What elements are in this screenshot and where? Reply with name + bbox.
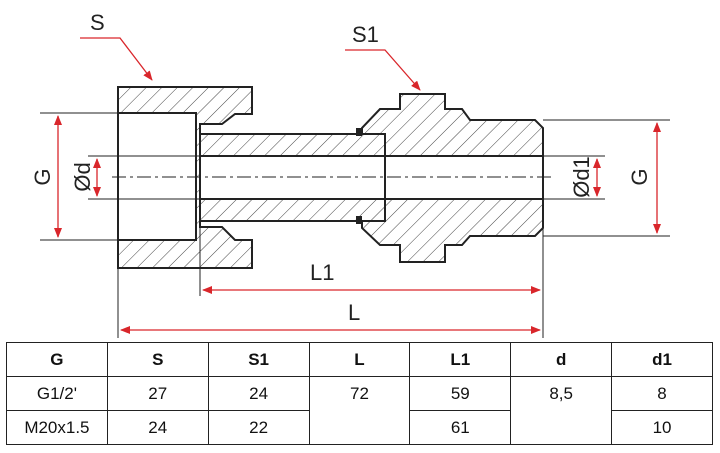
header-d: d [510,342,613,377]
s-leader [80,37,153,81]
cell-s: 27 [106,376,209,411]
l-label: L [348,300,360,325]
right-body [356,93,544,263]
table-header-row: G S S1 L L1 d d1 [6,342,713,377]
header-l1: L1 [409,342,512,377]
cell-l1: 61 [409,410,512,445]
right-body-section [361,93,544,157]
extension-lines [40,112,670,338]
dimensions-table: G S S1 L L1 d d1 G1/2' 27 24 72 59 8,5 8… [6,342,713,445]
fitting-technical-drawing: S S1 G Ød Ød1 G L1 L [30,10,670,338]
l1-label: L1 [310,260,334,285]
d1-label: Ød1 [569,156,594,198]
header-g: G [6,342,108,377]
cell-s: 24 [106,410,209,445]
cell-g: G1/2' [6,376,108,411]
g-right-label: G [627,168,652,185]
cell-d1: 10 [611,410,713,445]
cell-d: 8,5 [510,376,613,445]
o-ring-top [356,128,362,136]
header-s1: S1 [207,342,310,377]
right-body-section-lower [361,198,544,263]
header-d1: d1 [611,342,713,377]
o-ring-bottom [356,216,362,224]
cell-g: M20x1.5 [6,410,108,445]
table-row: M20x1.5 24 22 61 10 [6,410,713,445]
leaders [80,37,421,91]
cell-d1: 8 [611,376,713,411]
table-row: G1/2' 27 24 72 59 8,5 8 [6,376,713,445]
s1-label: S1 [352,22,379,47]
left-nut [117,86,253,269]
g-left-label: G [30,168,55,185]
header-s: S [106,342,209,377]
cell-s1: 22 [207,410,310,445]
cell-l1: 59 [409,376,512,411]
cell-s1: 24 [207,376,310,411]
d-label: Ød [70,162,95,191]
s1-leader [345,49,421,91]
cell-l: 72 [308,376,411,445]
header-l: L [308,342,411,377]
dimension-lines [54,115,661,334]
s-label: S [90,10,105,35]
tube-upper-wall [199,133,386,157]
